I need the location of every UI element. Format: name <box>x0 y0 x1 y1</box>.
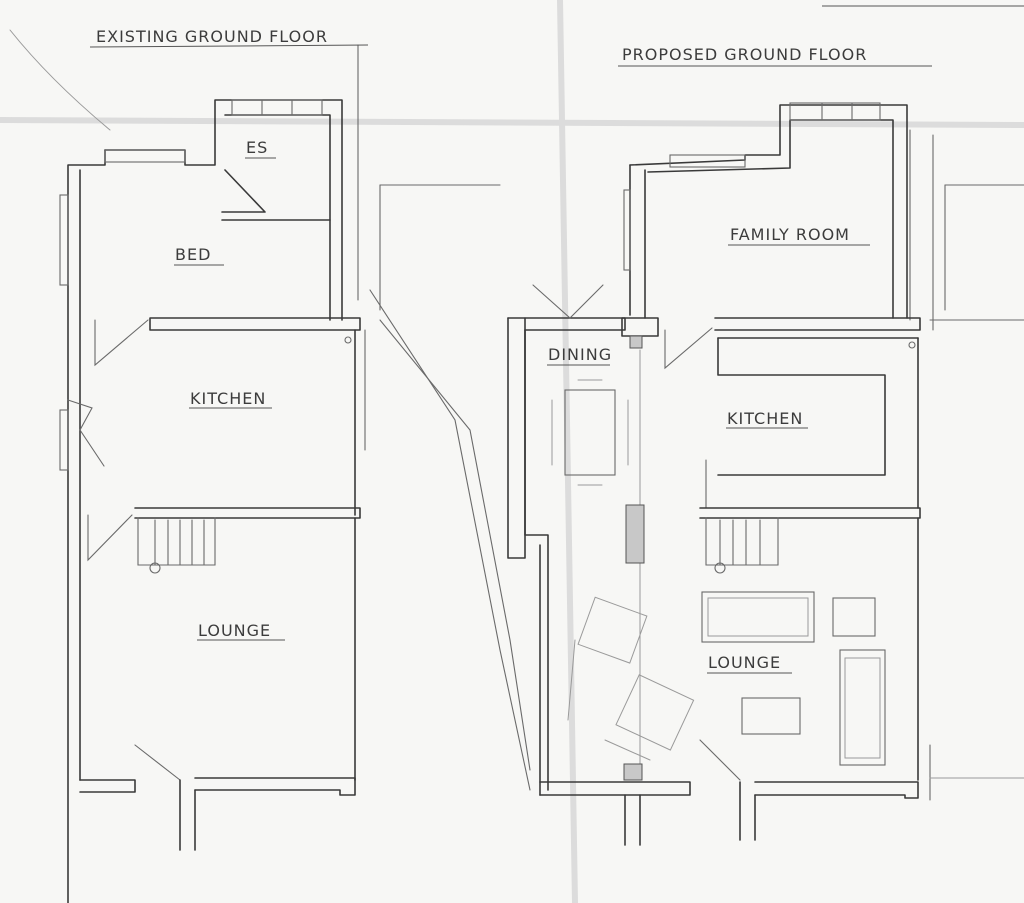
existing-title-group: EXISTING GROUND FLOOR <box>89 27 369 48</box>
proposed-room-family: FAMILY ROOM <box>730 225 850 244</box>
existing-room-lounge: LOUNGE <box>198 621 271 640</box>
proposed-room-kitchen: KITCHEN <box>727 409 803 428</box>
existing-room-kitchen: KITCHEN <box>190 389 266 408</box>
proposed-room-lounge: LOUNGE <box>708 653 781 672</box>
proposed-room-dining: DINING <box>548 345 612 364</box>
existing-room-es: ES <box>246 138 268 157</box>
existing-ground-floor-plan <box>9 29 531 903</box>
proposed-floor-title: PROPOSED GROUND FLOOR <box>622 45 867 64</box>
existing-floor-title: EXISTING GROUND FLOOR <box>96 27 328 46</box>
proposed-ground-floor-plan <box>507 102 1024 846</box>
existing-room-bed: BED <box>175 245 211 264</box>
proposed-title-group: PROPOSED GROUND FLOOR <box>618 45 932 67</box>
